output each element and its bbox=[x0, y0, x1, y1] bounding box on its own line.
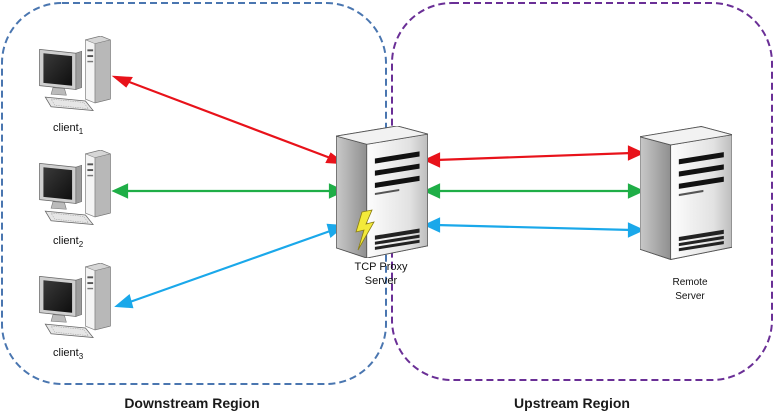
upstream-region-label: Upstream Region bbox=[514, 395, 630, 411]
proxy-server-icon bbox=[336, 126, 428, 258]
connection-client1-proxy bbox=[111, 75, 347, 165]
connection-client3-proxy bbox=[114, 223, 346, 309]
lightning-icon bbox=[355, 209, 375, 251]
downstream-region-label: Downstream Region bbox=[124, 395, 259, 411]
proxy-label-line2: Server bbox=[365, 275, 398, 287]
client1-label: client1 bbox=[53, 122, 84, 136]
remote-server-icon bbox=[640, 125, 732, 261]
connection-proxy-remote-blue bbox=[423, 217, 645, 238]
proxy-label-line1: TCP Proxy bbox=[355, 261, 408, 273]
client3-label: client3 bbox=[53, 347, 84, 361]
client2-computer-icon bbox=[39, 150, 111, 226]
client3-computer-icon bbox=[39, 263, 111, 339]
client1-computer-icon bbox=[39, 36, 111, 112]
remote-label-line2: Server bbox=[675, 291, 705, 302]
client2-label: client2 bbox=[53, 235, 84, 249]
remote-label-line1: Remote bbox=[672, 277, 707, 288]
connection-proxy-remote-green bbox=[423, 183, 645, 199]
connection-proxy-remote-red bbox=[423, 145, 645, 168]
connection-client2-proxy bbox=[111, 183, 346, 199]
